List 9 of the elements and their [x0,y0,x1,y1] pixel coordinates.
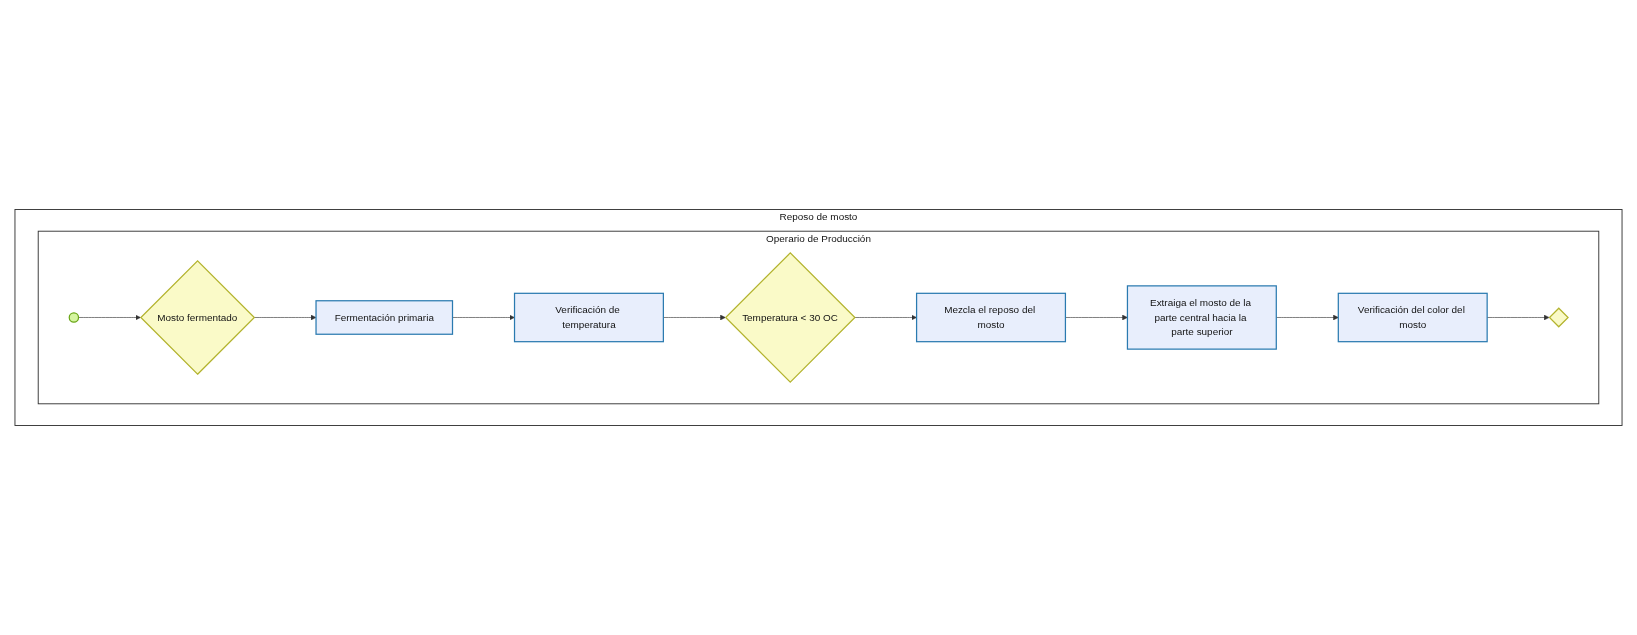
node-box: Fermentación primaria [315,300,454,335]
node-box: Extraiga el mosto de la parte central hacia la parte superior [1126,285,1277,350]
node-box: Verificación de temperatura [513,292,664,343]
node-diamond: Temperatura < 30 OC [724,252,856,383]
node-box: Mezcla el reposo del mosto [915,292,1067,343]
node-circle [68,312,80,323]
node-diamond: Mosto fermentado [140,259,256,376]
node-box: Verificación del color del mosto [1337,292,1488,343]
node-diamond [1548,307,1569,328]
